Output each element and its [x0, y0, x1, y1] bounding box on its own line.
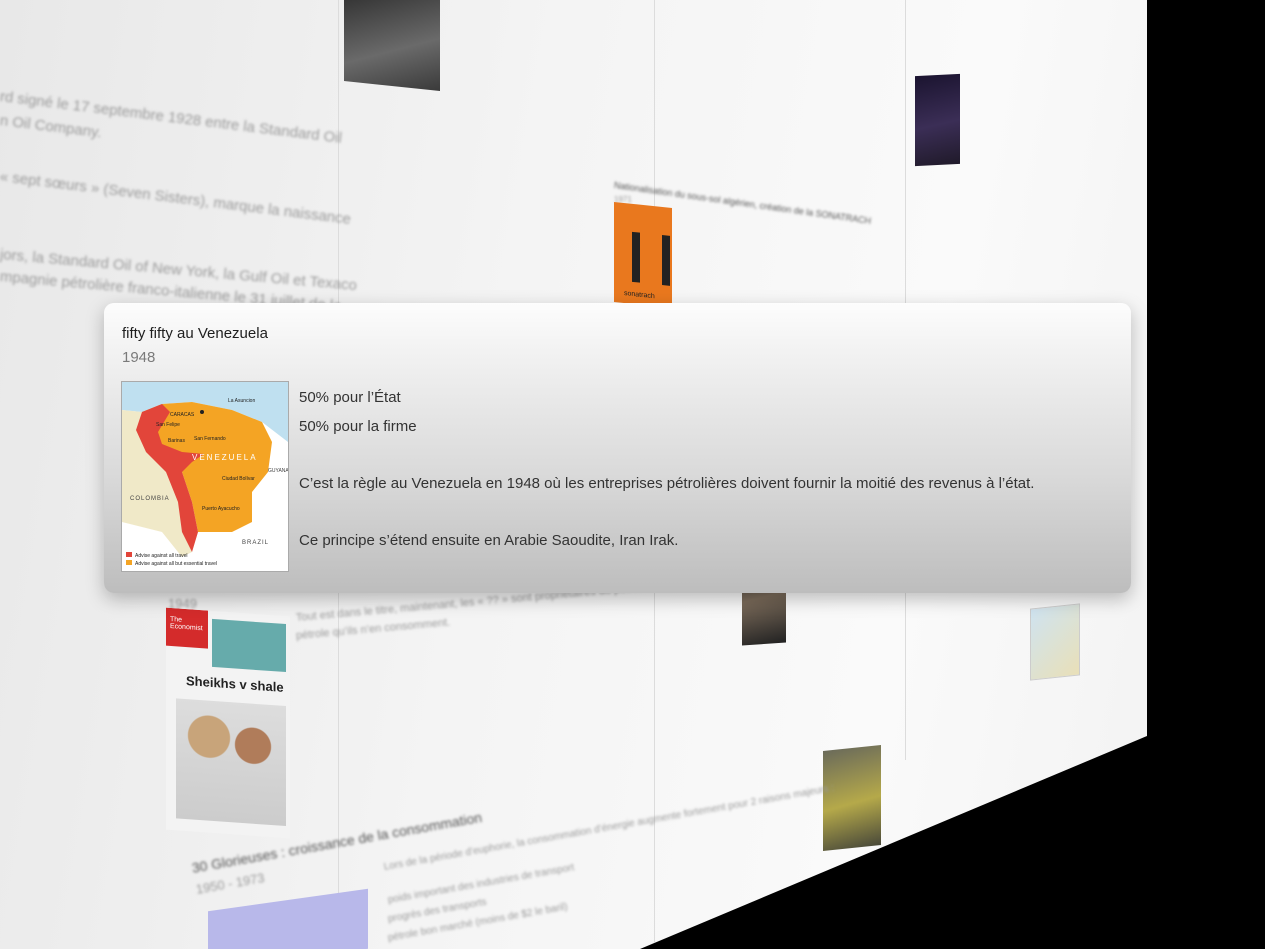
description-line: Ce principe s’étend ensuite en Arabie Sa… [299, 532, 679, 549]
event-text: n Oil Company. [0, 112, 103, 142]
axis-year-label: 2010 [1009, 792, 1027, 805]
axis-year-label: 2000 [909, 834, 927, 847]
map-label-caracas: CARACAS [170, 412, 195, 418]
axis-year-label: 2020 [1109, 750, 1127, 763]
venezuela-map-image[interactable]: VENEZUELA CARACAS COLOMBIA BRAZIL GUYANA… [121, 381, 289, 572]
event-detail-popup[interactable]: fifty fifty au Venezuela 1948 VENEZUELA … [104, 303, 1131, 593]
map-legend-label: Advise against all but essential travel [135, 561, 217, 567]
small-map-image[interactable] [1030, 603, 1080, 681]
event-year: 1949 [168, 596, 197, 611]
axis-year-label: 1975 [659, 939, 677, 949]
map-label-city: San Felipe [156, 422, 180, 428]
description-line: 50% pour la firme [299, 418, 417, 435]
axis-year-label: 2005 [959, 813, 977, 826]
event-year: 1950 - 1973 [194, 870, 266, 897]
venezuela-map-svg: VENEZUELA CARACAS COLOMBIA BRAZIL GUYANA… [122, 382, 288, 571]
description-line: 50% pour l’État [299, 389, 401, 406]
map-label-city: Ciudad Bolívar [222, 476, 255, 482]
map-label-city: Puerto Ayacucho [202, 506, 240, 512]
economist-cover[interactable]: The Economist Sheikhs v shale [166, 607, 290, 839]
sonatrach-logo-icon[interactable]: sonatrach [614, 201, 672, 309]
night-city-photo[interactable] [915, 73, 960, 167]
map-label-city: San Fernando [194, 436, 226, 442]
axis-year-label: 1985 [759, 897, 777, 910]
axis-year-label: 1995 [859, 855, 877, 868]
map-label-city: La Asuncion [228, 398, 255, 404]
consumption-graph-image[interactable] [208, 888, 368, 949]
axis-year-label: 2015 [1059, 771, 1077, 784]
axis-year-label: 1980 [709, 918, 727, 931]
event-text: « sept sœurs » (Seven Sisters), marque l… [0, 168, 352, 229]
map-label-city: Barinas [168, 438, 185, 444]
event-year: 1971 [614, 195, 632, 204]
description-line: C’est la règle au Venezuela en 1948 où l… [299, 475, 1035, 492]
map-label-venezuela: VENEZUELA [192, 453, 258, 462]
axis-year-label: 1990 [809, 876, 827, 889]
map-label-brazil: BRAZIL [242, 540, 269, 546]
map-legend-label: Advise against all travel [135, 553, 188, 559]
map-label-guyana: GUYANA [268, 468, 288, 474]
event-title: fifty fifty au Venezuela [122, 325, 268, 342]
map-label-colombia: COLOMBIA [130, 496, 170, 502]
flood-photo[interactable] [823, 744, 881, 852]
portrait-photo[interactable] [344, 0, 440, 92]
timeline-axis [654, 749, 1116, 946]
event-description: 50% pour l’État 50% pour la firme C’est … [299, 383, 1109, 555]
event-year: 1948 [122, 349, 156, 366]
